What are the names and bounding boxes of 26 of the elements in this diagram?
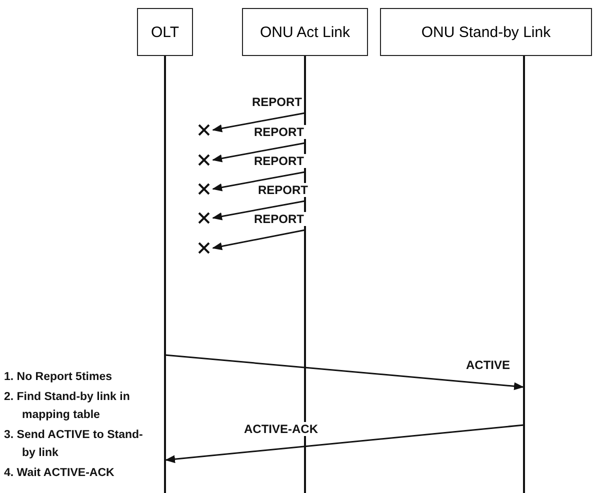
message-arrow: [212, 229, 306, 250]
cross-mark: [197, 241, 211, 255]
lifeline-header-box: OLT: [137, 8, 193, 56]
message-label: ACTIVE: [464, 358, 512, 372]
message-label: REPORT: [252, 154, 306, 168]
message-arrow: [212, 200, 306, 220]
message-label: REPORT: [252, 212, 306, 226]
step-note: 4. Wait ACTIVE-ACK: [4, 466, 116, 481]
message-label: REPORT: [252, 125, 306, 139]
message-label: REPORT: [250, 95, 304, 109]
message-arrow: [212, 112, 306, 132]
message-arrow: [212, 171, 306, 192]
step-note: 1. No Report 5times: [4, 370, 113, 385]
lifeline-header-box: ONU Stand-by Link: [380, 8, 592, 56]
message-arrow: [212, 142, 306, 162]
step-note: 2. Find Stand-by link in mapping table: [4, 390, 131, 423]
cross-mark: [197, 153, 211, 167]
message-arrow: [165, 424, 524, 464]
lifeline-header-box: ONU Act Link: [242, 8, 368, 56]
cross-mark: [197, 211, 211, 225]
cross-mark: [197, 123, 211, 137]
message-label: ACTIVE-ACK: [242, 422, 320, 436]
message-label: REPORT: [256, 183, 310, 197]
message-arrow: [164, 354, 524, 390]
cross-mark: [197, 182, 211, 196]
step-note: 3. Send ACTIVE to Stand-by link: [4, 428, 144, 461]
